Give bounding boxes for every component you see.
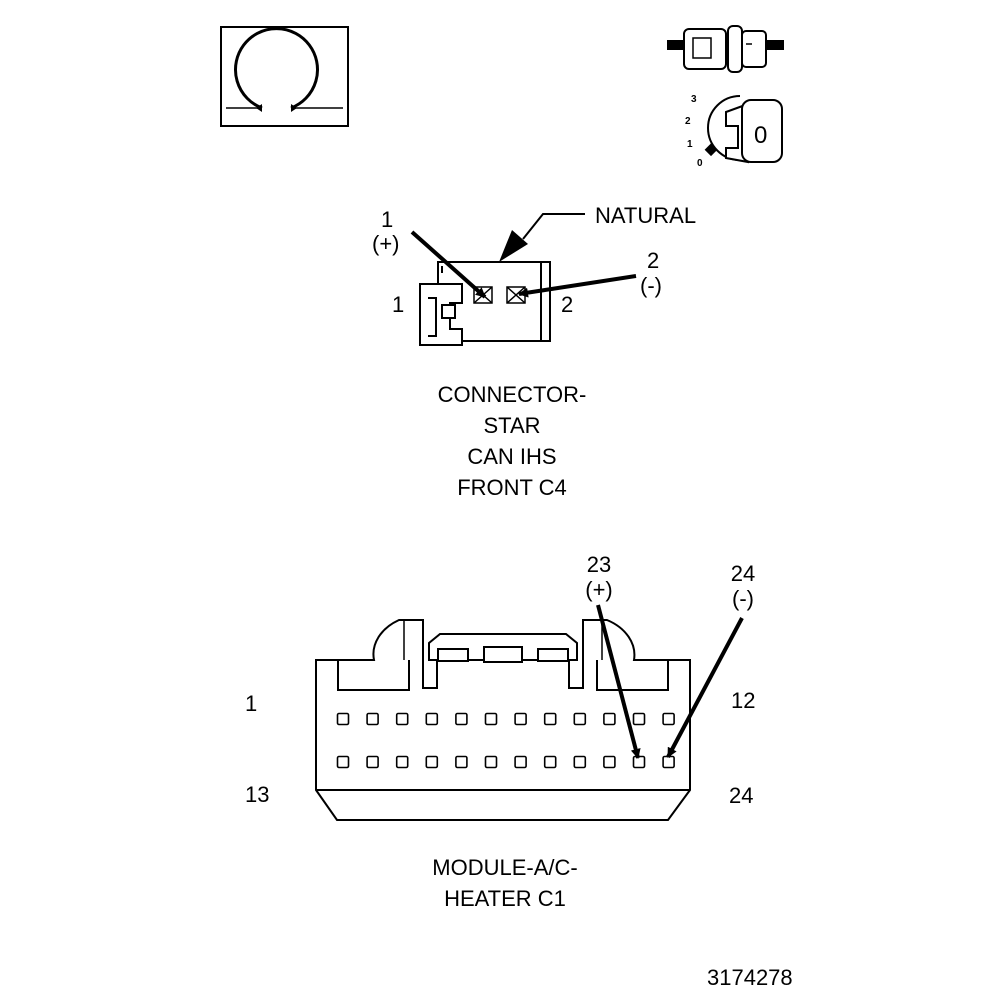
c4-pin1-arrow: [410, 230, 487, 299]
c1-pin-cavity-9: [573, 712, 587, 726]
c1-corner-label-24: 24: [729, 783, 753, 808]
c1-pin24-number: 24: [731, 561, 755, 586]
c4-pin2-number: 2: [647, 248, 659, 273]
c4-pin2-polarity: (-): [640, 273, 662, 298]
c4-title-line-3: CAN IHS: [467, 444, 556, 469]
c1-pin-cavity-12: [662, 712, 675, 726]
natural-arrowhead: [499, 230, 528, 262]
c1-pin-cavity-5: [455, 712, 468, 726]
c1-pin-cavity-2: [366, 712, 379, 726]
c1-pin-cavity-11: [632, 712, 646, 726]
c1-pin-cavity-14: [366, 755, 379, 769]
c4-side-label-left: 1: [392, 292, 404, 317]
natural-callout: NATURAL: [595, 203, 696, 228]
c4-title: CONNECTOR- STAR CAN IHS FRONT C4: [438, 382, 587, 500]
c1-corner-label-13: 13: [245, 782, 269, 807]
c4-title-line-4: FRONT C4: [457, 475, 567, 500]
c1-title-line-1: MODULE-A/C-: [432, 855, 577, 880]
c1-title-line-2: HEATER C1: [444, 886, 566, 911]
key-position-3: 3: [691, 94, 697, 105]
c1-pin-cavity-24: [662, 755, 675, 769]
c1-pin-cavity-10: [603, 712, 616, 726]
key-position-1: 1: [687, 139, 693, 150]
c1-pin-grid: [336, 712, 675, 769]
c1-pin23-arrow: [596, 604, 641, 759]
key-position-0: 0: [697, 158, 703, 169]
star-connector-c4: NATURAL 1 (+) 2 (-) 1 2 CONNECTOR- STAR …: [372, 203, 696, 500]
c1-pin-cavity-6: [484, 712, 498, 726]
c1-pin-cavity-13: [336, 755, 350, 769]
c4-title-line-1: CONNECTOR-: [438, 382, 587, 407]
c1-pin-cavity-19: [514, 755, 527, 769]
figure-number: 3174278: [707, 965, 793, 990]
c1-pin-cavity-3: [395, 712, 409, 726]
c1-pin-cavity-4: [425, 712, 439, 726]
c1-pin-cavity-22: [603, 755, 616, 769]
c1-corner-label-12: 12: [731, 688, 755, 713]
c1-pin23-number: 23: [587, 552, 611, 577]
key-label: 0: [754, 122, 767, 149]
c4-pin1-number: 1: [381, 207, 393, 232]
c1-pin24-arrow: [666, 617, 744, 758]
c4-pin1-polarity: (+): [372, 231, 400, 256]
c1-pin-cavity-17: [455, 755, 468, 769]
c1-pin-cavity-8: [543, 712, 557, 726]
ignition-key-icon: 0 3 2 1 0: [685, 94, 783, 169]
c1-pin-cavity-23: [632, 755, 646, 769]
c1-corner-label-1: 1: [245, 691, 257, 716]
c4-pin2-arrow: [518, 274, 637, 298]
key-position-2: 2: [685, 116, 691, 127]
natural-leader-line: [522, 213, 585, 240]
connector-c4-body: [419, 261, 551, 346]
module-connector-c1: 23 (+) 24 (-) 1 12 13 24 MODULE-A/C- HEA…: [245, 552, 755, 911]
c1-pin-cavity-18: [484, 755, 498, 769]
c4-side-label-right: 2: [561, 292, 573, 317]
c1-pin-cavity-7: [514, 712, 527, 726]
c1-pin-cavity-16: [425, 755, 439, 769]
c1-pin24-polarity: (-): [732, 586, 754, 611]
c1-pin-cavity-15: [395, 755, 409, 769]
c1-pin23-polarity: (+): [585, 577, 613, 602]
c1-pin-cavity-1: [336, 712, 350, 726]
plug-connector-icon: [667, 25, 784, 73]
c1-pin-cavity-20: [543, 755, 557, 769]
c4-title-line-2: STAR: [483, 413, 540, 438]
connector-c1-body: [315, 619, 691, 821]
c1-title: MODULE-A/C- HEATER C1: [432, 855, 577, 911]
omega-icon: [220, 26, 349, 127]
c1-pin-cavity-21: [573, 755, 587, 769]
